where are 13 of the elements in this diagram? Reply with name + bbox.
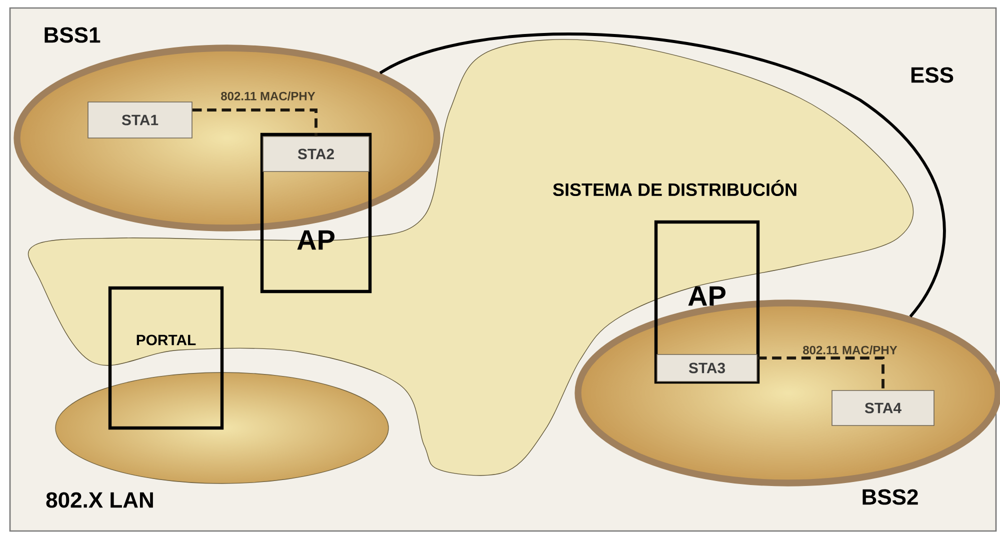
region-label: BSS2	[862, 489, 918, 505]
station-box: STA4	[832, 390, 934, 426]
station-box: STA1	[88, 102, 192, 138]
connector	[192, 108, 318, 136]
connector	[379, 32, 946, 318]
edge-label: 802.11 MAC/PHY	[221, 92, 316, 100]
edge-label: 802.11 MAC/PHY	[803, 346, 898, 354]
station-box: STA3	[656, 354, 758, 382]
region-label: 802.X LAN	[46, 492, 153, 508]
station-box: STA2	[262, 136, 370, 172]
edge-label: ESS	[911, 67, 954, 83]
connector	[757, 356, 884, 390]
portal-box: PORTAL	[108, 286, 224, 430]
